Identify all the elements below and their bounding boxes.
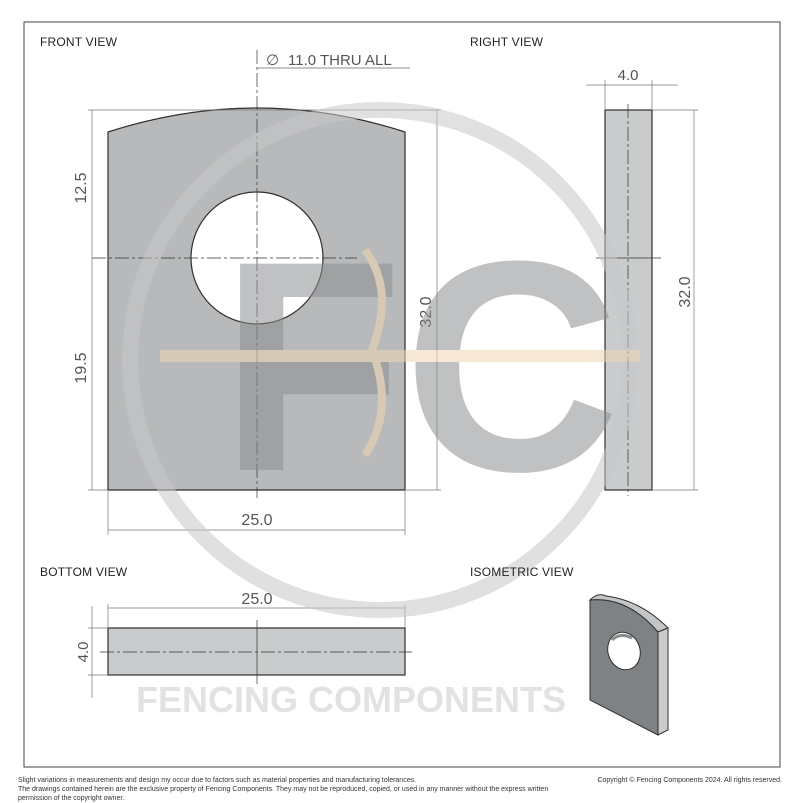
watermark-monogram: FC <box>220 198 620 534</box>
isometric-hole-inner-wall <box>610 633 633 642</box>
isometric-view-label: ISOMETRIC VIEW <box>470 565 574 579</box>
hole-callout-text: 11.0 THRU ALL <box>288 52 392 69</box>
bottom-view: 25.0 4.0 <box>75 591 412 698</box>
front-top-offset-dimension: 12.5 <box>73 172 90 203</box>
footer-disclaimer-line-2: The drawings contained herein are the ex… <box>18 786 549 802</box>
footer-disclaimer: Slight variations in measurements and de… <box>18 776 578 803</box>
watermark-company-name: FENCING COMPONENTS <box>136 679 566 720</box>
watermark-sword-blade <box>160 350 640 362</box>
footer-disclaimer-line-1: Slight variations in measurements and de… <box>18 777 417 784</box>
watermark: FC <box>122 102 640 618</box>
right-height-dimension: 32.0 <box>677 276 694 307</box>
bottom-view-label: BOTTOM VIEW <box>40 565 128 579</box>
front-bottom-offset-dimension: 19.5 <box>73 352 90 383</box>
sheet-border <box>23 21 781 768</box>
right-thickness-dimension: 4.0 <box>618 67 639 84</box>
isometric-hole <box>607 631 641 671</box>
right-view-label: RIGHT VIEW <box>470 35 544 49</box>
front-view-label: FRONT VIEW <box>40 35 118 49</box>
hole-diameter-symbol: ∅ <box>266 52 279 69</box>
isometric-view <box>588 594 669 736</box>
bottom-thickness-dimension: 4.0 <box>75 642 92 663</box>
front-height-dimension: 32.0 <box>418 296 435 327</box>
bottom-view-plate <box>107 627 406 676</box>
bottom-width-dimension: 25.0 <box>241 591 272 608</box>
isometric-top-face <box>588 594 669 633</box>
front-width-dimension: 25.0 <box>241 512 272 529</box>
footer-copyright: Copyright © Fencing Components 2024. All… <box>597 777 782 784</box>
isometric-side-face <box>657 627 669 736</box>
watermark-sword-guard <box>361 247 386 458</box>
